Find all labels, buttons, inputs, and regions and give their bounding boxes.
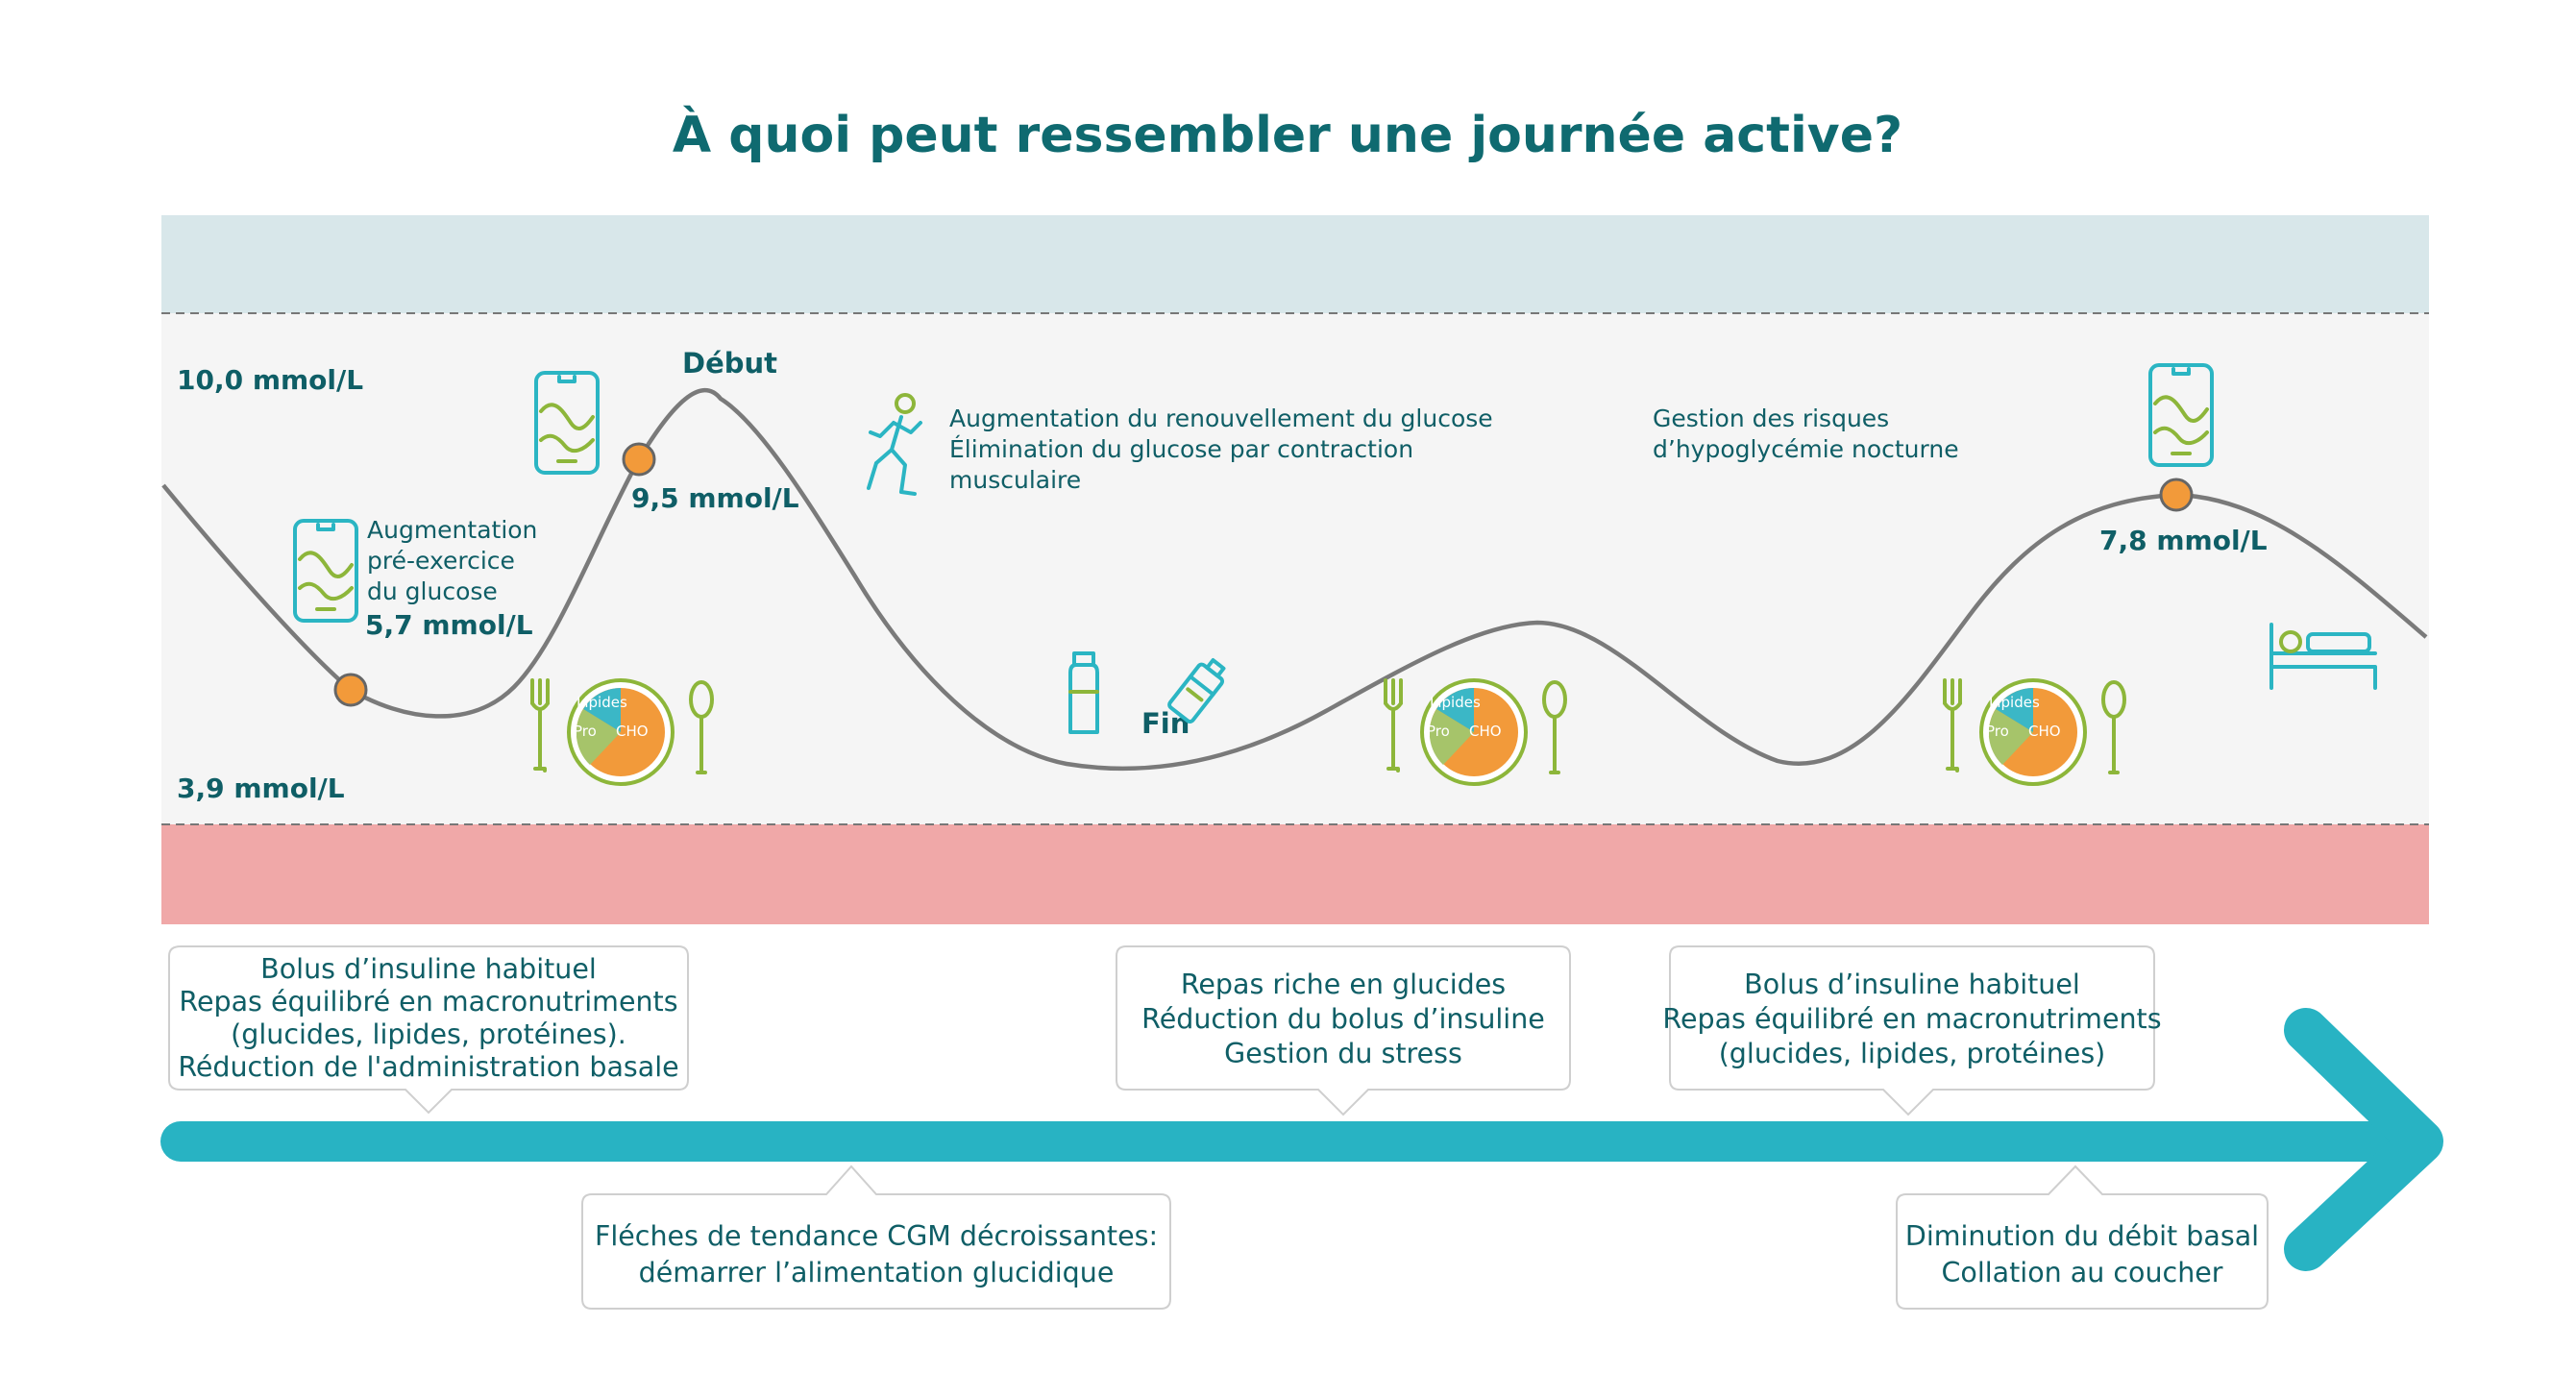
svg-text:musculaire: musculaire [949,466,1081,494]
pre-exercise-note: Augmentation pré-exercice du glucose [367,516,537,605]
svg-text:Lipides: Lipides [1989,694,2040,711]
exercise-start-label: Début [682,347,777,380]
svg-text:Repas équilibré en macronutrim: Repas équilibré en macronutriments [179,986,677,1018]
svg-text:Augmentation du renouvellement: Augmentation du renouvellement du glucos… [949,405,1493,432]
plate-icon: Lipides Pro CHO [530,678,714,786]
svg-text:Diminution du débit basal: Diminution du débit basal [1905,1220,2259,1252]
marker-value-2: 9,5 mmol/L [631,482,799,514]
page-title: À quoi peut ressembler une journée activ… [673,106,1902,164]
timeline-box-1: Bolus d’insuline habituel Repas équilibr… [168,945,689,1115]
svg-text:Réduction de l'administration: Réduction de l'administration basale [178,1051,678,1083]
upper-threshold-label: 10,0 mmol/L [177,364,363,396]
svg-text:Réduction du bolus d’insuline: Réduction du bolus d’insuline [1141,1003,1545,1035]
svg-text:Pro: Pro [1427,723,1450,740]
svg-text:CHO: CHO [1469,723,1502,740]
glucose-marker-3 [2159,478,2194,512]
marker-value-3: 7,8 mmol/L [2099,525,2268,556]
marker-value-1: 5,7 mmol/L [365,609,533,641]
svg-text:Bolus d’insuline habituel: Bolus d’insuline habituel [260,953,597,985]
timeline-box-4: Bolus d’insuline habituel Repas équilibr… [1662,945,2162,1116]
high-glucose-zone [161,215,2429,313]
svg-text:pré-exercice: pré-exercice [367,547,515,575]
svg-text:Gestion du stress: Gestion du stress [1224,1038,1462,1069]
svg-text:Lipides: Lipides [1430,694,1481,711]
exercise-effects-note: Augmentation du renouvellement du glucos… [949,405,1493,494]
svg-text:du glucose: du glucose [367,577,498,605]
svg-text:Augmentation: Augmentation [367,516,537,544]
svg-text:Repas équilibré en macronutrim: Repas équilibré en macronutriments [1662,1003,2161,1035]
svg-text:Fléches de tendance CGM décroi: Fléches de tendance CGM décroissantes: [595,1220,1158,1252]
timeline-box-3: Repas riche en glucides Réduction du bol… [1116,945,1571,1116]
gel-pack-icon [1167,658,1226,724]
svg-text:CHO: CHO [616,723,649,740]
timeline-box-5: Diminution du débit basal Collation au c… [1896,1165,2269,1310]
glucose-curve [161,387,2428,772]
svg-text:Pro: Pro [1986,723,2009,740]
svg-text:Collation au coucher: Collation au coucher [1941,1257,2222,1288]
plate-icon: Lipides Pro CHO [1384,678,1567,786]
svg-text:(glucides, lipides, protéines): (glucides, lipides, protéines) [1719,1038,2106,1069]
low-glucose-zone [161,824,2429,924]
timeline-box-2: Fléches de tendance CGM décroissantes: d… [581,1165,1171,1310]
plate-icon: Lipides Pro CHO [1943,678,2126,786]
timeline-arrow [160,1008,2443,1271]
svg-text:(glucides, lipides, protéines): (glucides, lipides, protéines). [231,1018,626,1050]
svg-text:Bolus d’insuline habituel: Bolus d’insuline habituel [1744,969,2080,1000]
exercise-end-label: Fin [1141,707,1190,740]
svg-text:Élimination du glucose par con: Élimination du glucose par contraction [949,435,1413,463]
night-hypo-note: Gestion des risques d’hypoglycémie noctu… [1653,405,1959,463]
svg-text:CHO: CHO [2028,723,2061,740]
glucose-marker-1 [333,673,368,707]
glucose-marker-2 [622,442,656,477]
svg-text:Repas riche en glucides: Repas riche en glucides [1181,969,1506,1000]
water-bottle-icon [1068,651,1099,734]
svg-text:Pro: Pro [574,723,597,740]
svg-text:démarrer l’alimentation glucid: démarrer l’alimentation glucidique [639,1257,1115,1288]
svg-text:Lipides: Lipides [577,694,627,711]
runner-icon [867,393,922,496]
svg-text:Gestion des risques: Gestion des risques [1653,405,1889,432]
svg-text:d’hypoglycémie nocturne: d’hypoglycémie nocturne [1653,435,1959,463]
lower-threshold-label: 3,9 mmol/L [177,773,345,804]
bed-icon [2269,623,2377,690]
